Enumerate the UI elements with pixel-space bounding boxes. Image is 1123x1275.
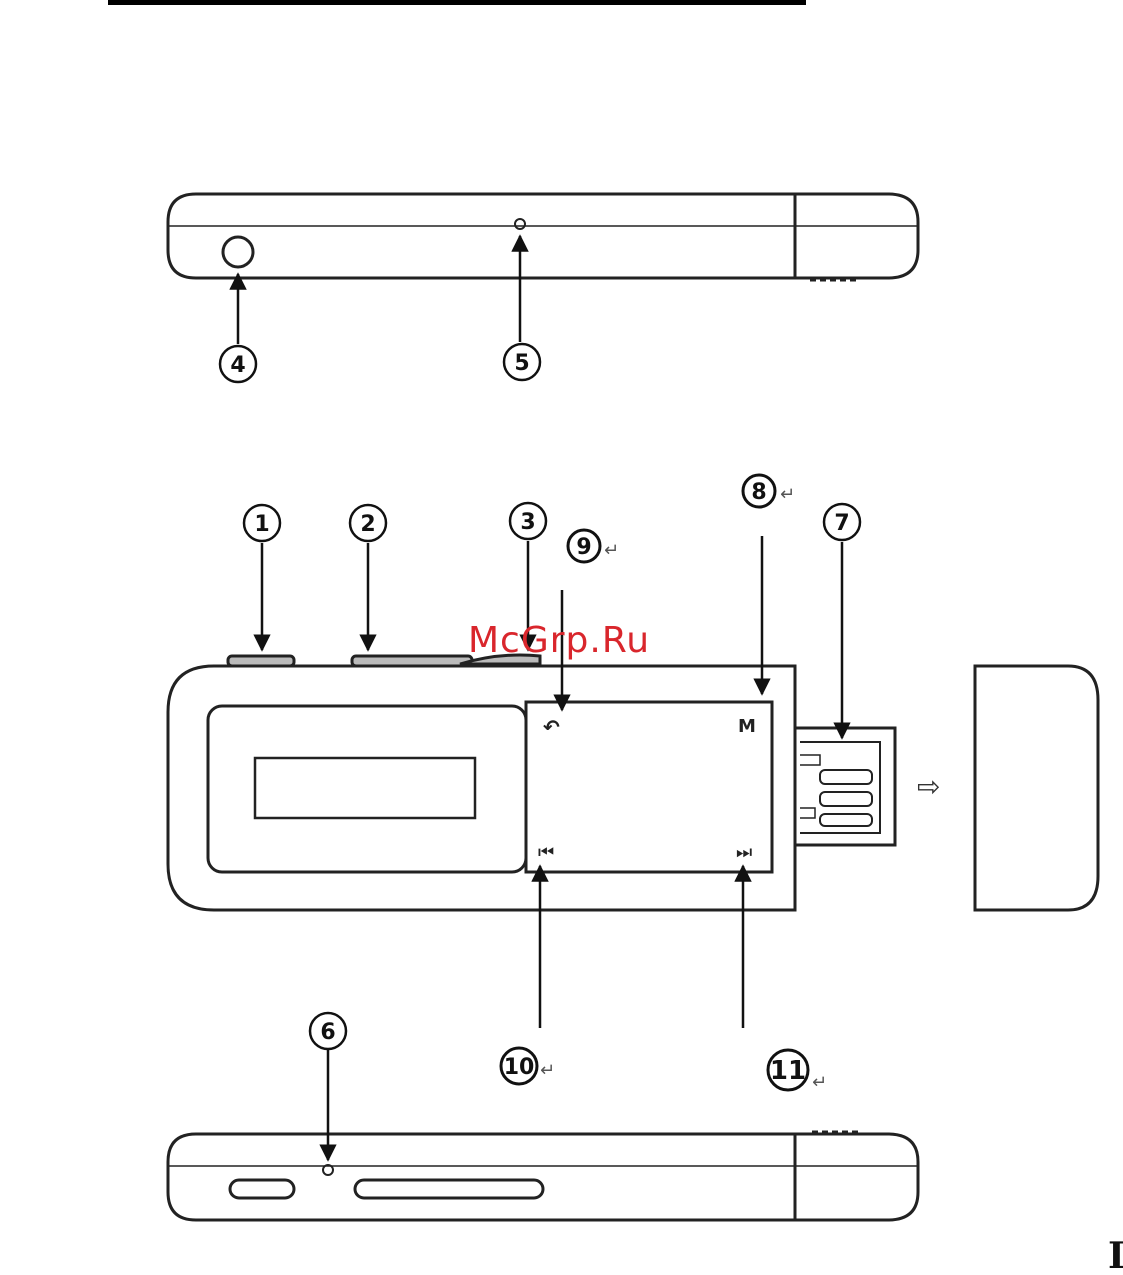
bottom-slot-short xyxy=(230,1180,294,1198)
callout-9-label: 9 xyxy=(576,535,591,560)
header-rule xyxy=(108,0,806,5)
next-icon: ⏭ xyxy=(736,842,752,863)
callout-8-label: 8 xyxy=(751,480,766,505)
corner-mark: I xyxy=(1108,1235,1123,1275)
top-view-body xyxy=(168,194,918,278)
callout-10-return: ↵ xyxy=(540,1060,555,1081)
callout-6-label: 6 xyxy=(320,1020,335,1045)
callout-11-label: 11 xyxy=(770,1056,806,1086)
direction-arrow-icon: ⇨ xyxy=(917,770,940,803)
callout-5-label: 5 xyxy=(514,351,529,376)
usb-cap xyxy=(975,666,1098,910)
back-icon: ↶ xyxy=(543,715,560,739)
bottom-side-view xyxy=(168,1132,918,1220)
bottom-slot-long xyxy=(355,1180,543,1198)
callout-9-return: ↵ xyxy=(604,540,619,561)
watermark: McGrp.Ru xyxy=(468,620,650,661)
prev-icon: ⏮ xyxy=(538,842,554,863)
top-side-view xyxy=(168,194,918,280)
callout-1-label: 1 xyxy=(254,512,269,537)
bottom-view-body xyxy=(168,1134,918,1220)
lcd-screen xyxy=(255,758,475,818)
top-pinhole xyxy=(515,219,525,229)
callout-3-label: 3 xyxy=(520,510,535,535)
headphone-jack xyxy=(223,237,253,267)
callout-2-label: 2 xyxy=(360,512,375,537)
callout-11-return: ↵ xyxy=(812,1072,827,1093)
menu-icon: M xyxy=(738,716,756,737)
callout-10-label: 10 xyxy=(504,1055,535,1080)
callout-4-label: 4 xyxy=(230,353,245,378)
front-view xyxy=(168,655,1098,910)
callout-7-label: 7 xyxy=(834,511,849,536)
callout-8-return: ↵ xyxy=(780,484,795,505)
